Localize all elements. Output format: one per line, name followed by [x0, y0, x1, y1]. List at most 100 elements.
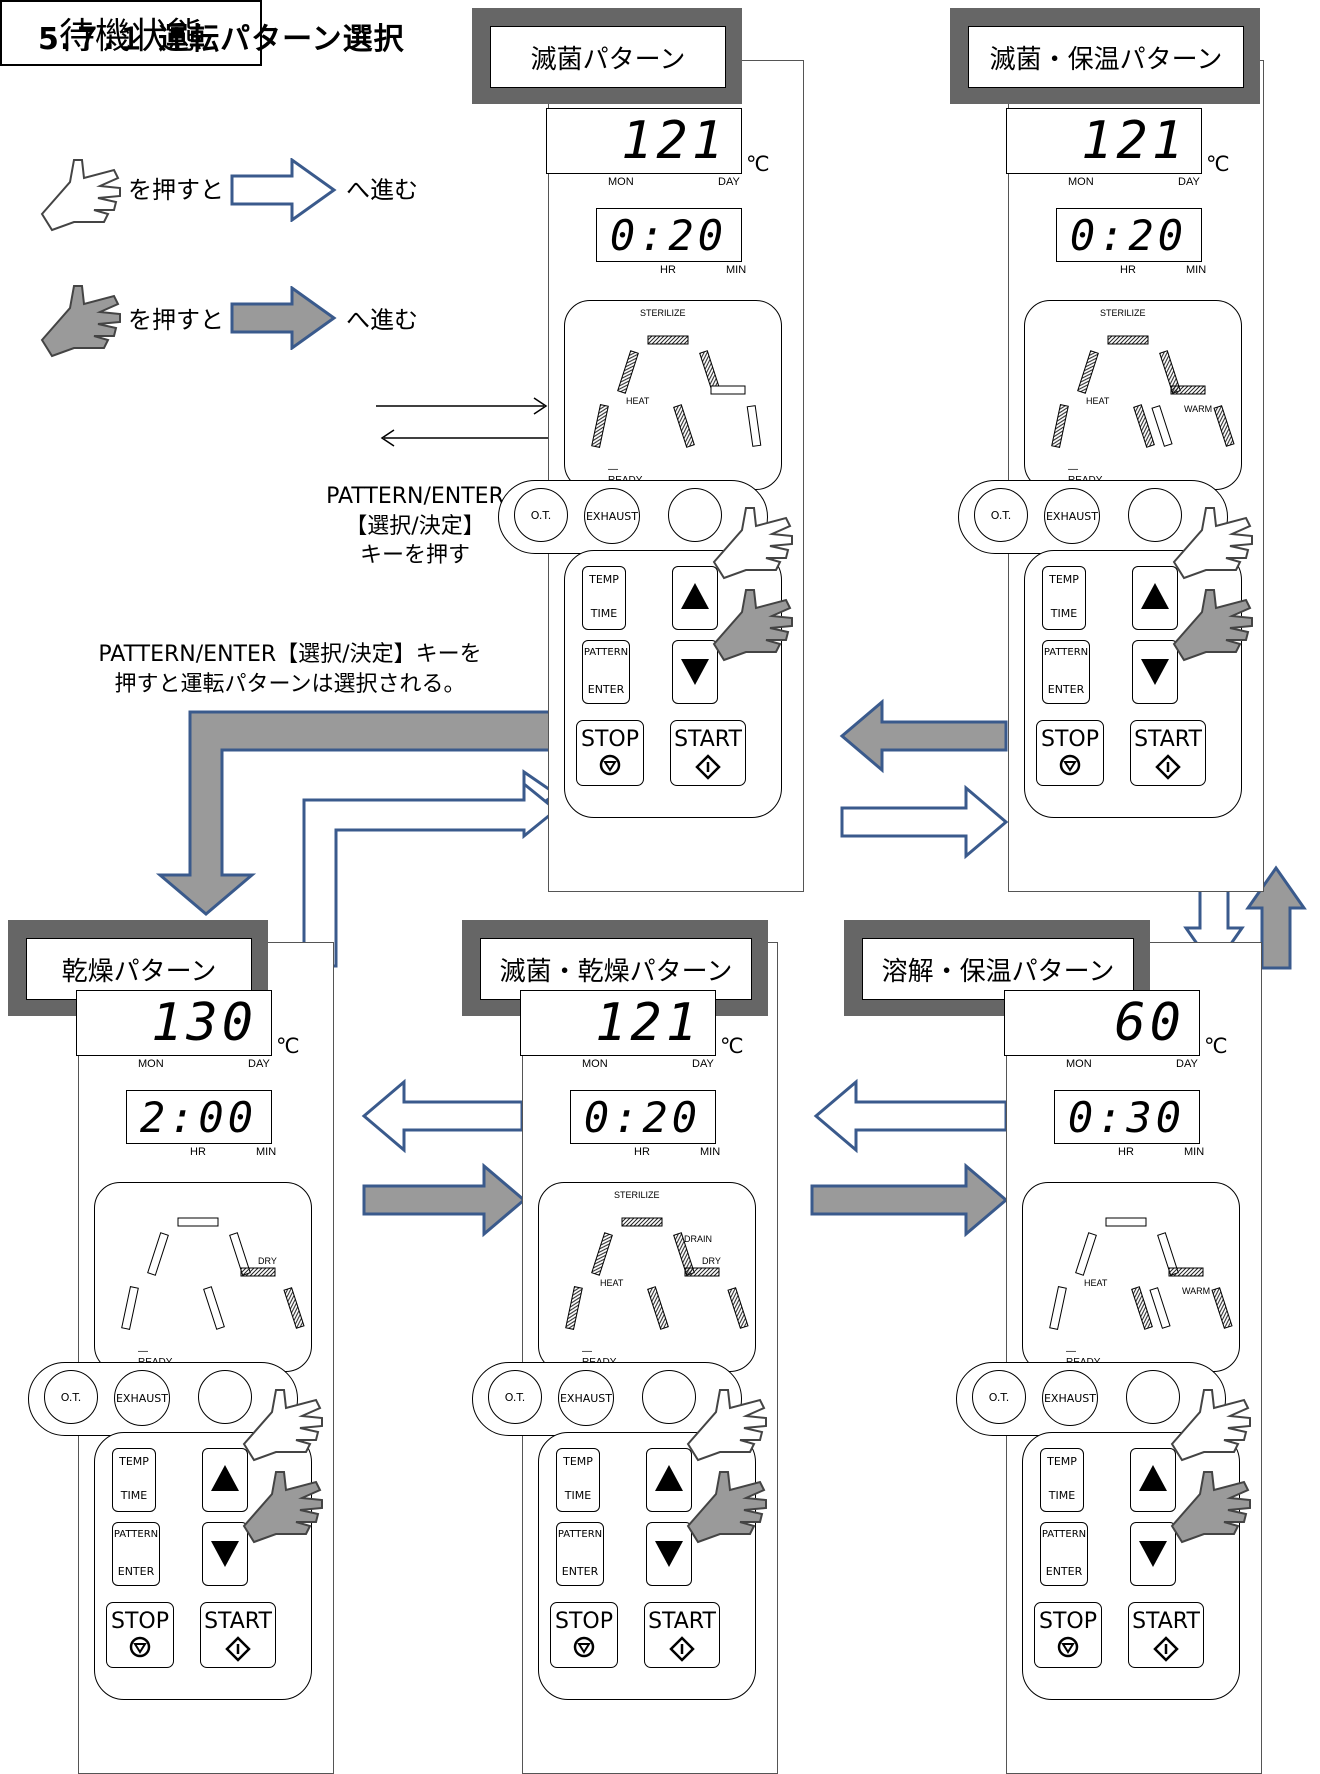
- panel-dissolve-warm-stop-button[interactable]: STOP: [1034, 1602, 1102, 1668]
- legend-gray-text-pre: を押すと: [128, 306, 224, 334]
- panel-dry-start-button[interactable]: START: [200, 1602, 276, 1668]
- up-triangle-icon: [211, 1465, 239, 1491]
- panel-sterilize-dry-start-button[interactable]: START: [644, 1602, 720, 1668]
- panel-dissolve-warm-start-button[interactable]: START: [1128, 1602, 1204, 1668]
- panel-dry-pointing-hand-white-icon: [242, 1389, 323, 1462]
- panel-sterilize-dry-drain-label: DRAIN: [684, 1234, 713, 1244]
- panel-sterilize-warm-time-label: TIME: [1050, 607, 1078, 620]
- panel-sterilize-warm-day-label: DAY: [1178, 176, 1200, 188]
- panel-sterilize-dry-start-timer-button[interactable]: [642, 1370, 696, 1424]
- start-icon: [669, 1636, 695, 1662]
- panel-sterilize-warm-hr-label: HR: [1120, 264, 1136, 276]
- panel-sterilize-warm-exhaust-button[interactable]: EXHAUST: [1044, 488, 1100, 544]
- panel-sterilize-hr-label: HR: [660, 264, 676, 276]
- panel-dry-down-button[interactable]: [202, 1522, 248, 1586]
- panel-sterilize-pointing-hand-gray-icon: [712, 589, 793, 662]
- panel-sterilize-dry-pattern-label: PATTERN: [557, 1529, 603, 1540]
- panel-dissolve-warm-title-plate: 溶解・保温パターン: [844, 920, 1150, 1016]
- panel-sterilize-warm-start-timer-button[interactable]: [1128, 488, 1182, 542]
- panel-sterilize-warm-ot-lamp: O.T.: [974, 488, 1028, 542]
- panel-dissolve-warm-title: 溶解・保温パターン: [862, 938, 1134, 1000]
- panel-sterilize-warm-temp-display: 121: [1006, 108, 1202, 174]
- panel-dissolve-warm-exhaust-button[interactable]: EXHAUST: [1042, 1370, 1098, 1426]
- panel-dry-stop-button[interactable]: STOP: [106, 1602, 174, 1668]
- panel-sterilize-dry-start-label: START: [648, 1609, 716, 1634]
- start-icon: [225, 1636, 251, 1662]
- panel-sterilize-warm-mon-label: MON: [1068, 176, 1094, 188]
- panel-sterilize-dry-mon-label: MON: [582, 1058, 608, 1070]
- panel-sterilize-dry-ot-lamp: O.T.: [488, 1370, 542, 1424]
- panel-dry-start-label: START: [204, 1609, 272, 1634]
- panel-sterilize-start-timer-button[interactable]: [668, 488, 722, 542]
- up-triangle-icon: [655, 1465, 683, 1491]
- start-icon: [695, 754, 721, 780]
- panel-sterilize-warm-time-display: 0:20: [1056, 208, 1202, 262]
- panel-sterilize-warm-up-button[interactable]: [1132, 566, 1178, 630]
- panel-sterilize-dry-hr-label: HR: [634, 1146, 650, 1158]
- panel-dissolve-warm-temp-display: 60: [1004, 990, 1200, 1056]
- up-triangle-icon: [681, 583, 709, 609]
- panel-sterilize-dry-exhaust-button[interactable]: EXHAUST: [558, 1370, 614, 1426]
- legend-white-text-pre: を押すと: [128, 176, 224, 204]
- panel-dry-up-button[interactable]: [202, 1448, 248, 1512]
- section-title: 5.７.１ 運転パターン選択: [38, 22, 405, 57]
- panel-sterilize-dry-celsius-unit: ℃: [720, 1034, 744, 1058]
- panel-sterilize-dry-pattern-enter-button[interactable]: PATTERN ENTER: [556, 1522, 604, 1586]
- panel-sterilize-start-label: START: [674, 727, 742, 752]
- panel-sterilize-dry-day-label: DAY: [692, 1058, 714, 1070]
- panel-sterilize-warm-time-value: 0:20: [1069, 211, 1187, 260]
- panel-sterilize-warm-title-plate: 滅菌・保温パターン: [950, 8, 1260, 104]
- panel-dissolve-warm-up-button[interactable]: [1130, 1448, 1176, 1512]
- up-triangle-icon: [1141, 583, 1169, 609]
- panel-sterilize-temp-value: 121: [621, 111, 727, 171]
- panel-dry-exhaust-button[interactable]: EXHAUST: [114, 1370, 170, 1426]
- panel-sterilize-time-value: 0:20: [609, 211, 727, 260]
- note-line: 【選択/決定】: [345, 513, 485, 539]
- panel-sterilize-warm-sterilize-label: STERILIZE: [1100, 308, 1146, 318]
- panel-dissolve-warm-start-timer-button[interactable]: [1126, 1370, 1180, 1424]
- panel-dissolve-warm-time-value: 0:30: [1067, 1093, 1185, 1142]
- panel-sterilize-enter-label: ENTER: [587, 683, 625, 696]
- panel-sterilize-day-label: DAY: [718, 176, 740, 188]
- panel-dry-start-timer-button[interactable]: [198, 1370, 252, 1424]
- panel-sterilize-warm-min-label: MIN: [1186, 264, 1207, 276]
- panel-sterilize-dry-heat-label: HEAT: [600, 1278, 624, 1288]
- panel-sterilize-warm-start-button[interactable]: START: [1130, 720, 1206, 786]
- panel-dissolve-warm-down-button[interactable]: [1130, 1522, 1176, 1586]
- panel-sterilize-warm-down-button[interactable]: [1132, 640, 1178, 704]
- panel-dry-title: 乾燥パターン: [26, 938, 252, 1000]
- panel-dry-enter-label: ENTER: [117, 1565, 155, 1578]
- panel-dissolve-warm-temp-value: 60: [1114, 993, 1185, 1053]
- panel-sterilize-dry-pointing-hand-gray-icon: [686, 1471, 767, 1544]
- panel-sterilize-dry-title: 滅菌・乾燥パターン: [480, 938, 752, 1000]
- panel-sterilize-dry-stop-button[interactable]: STOP: [550, 1602, 618, 1668]
- panel-sterilize-exhaust-button[interactable]: EXHAUST: [584, 488, 640, 544]
- pointing-hand-white-icon: [40, 159, 121, 232]
- panel-sterilize-dry-enter-label: ENTER: [561, 1565, 599, 1578]
- panel-sterilize-start-button[interactable]: START: [670, 720, 746, 786]
- stop-icon: [573, 1636, 595, 1658]
- panel-dissolve-warm-hr-label: HR: [1118, 1146, 1134, 1158]
- panel-sterilize-warm-title: 滅菌・保温パターン: [968, 26, 1244, 88]
- panel-sterilize-up-button[interactable]: [672, 566, 718, 630]
- panel-sterilize-warm-temp-value: 121: [1081, 111, 1187, 171]
- panel-sterilize-dry-down-button[interactable]: [646, 1522, 692, 1586]
- start-icon: [1155, 754, 1181, 780]
- panel-sterilize-down-button[interactable]: [672, 640, 718, 704]
- white-arrow-icon: [230, 158, 337, 222]
- panel-sterilize-stop-button[interactable]: STOP: [576, 720, 644, 786]
- panel-sterilize-warm-stop-button[interactable]: STOP: [1036, 720, 1104, 786]
- panel-sterilize-dry-up-button[interactable]: [646, 1448, 692, 1512]
- panel-sterilize-warm-enter-label: ENTER: [1047, 683, 1085, 696]
- panel-dry-day-label: DAY: [248, 1058, 270, 1070]
